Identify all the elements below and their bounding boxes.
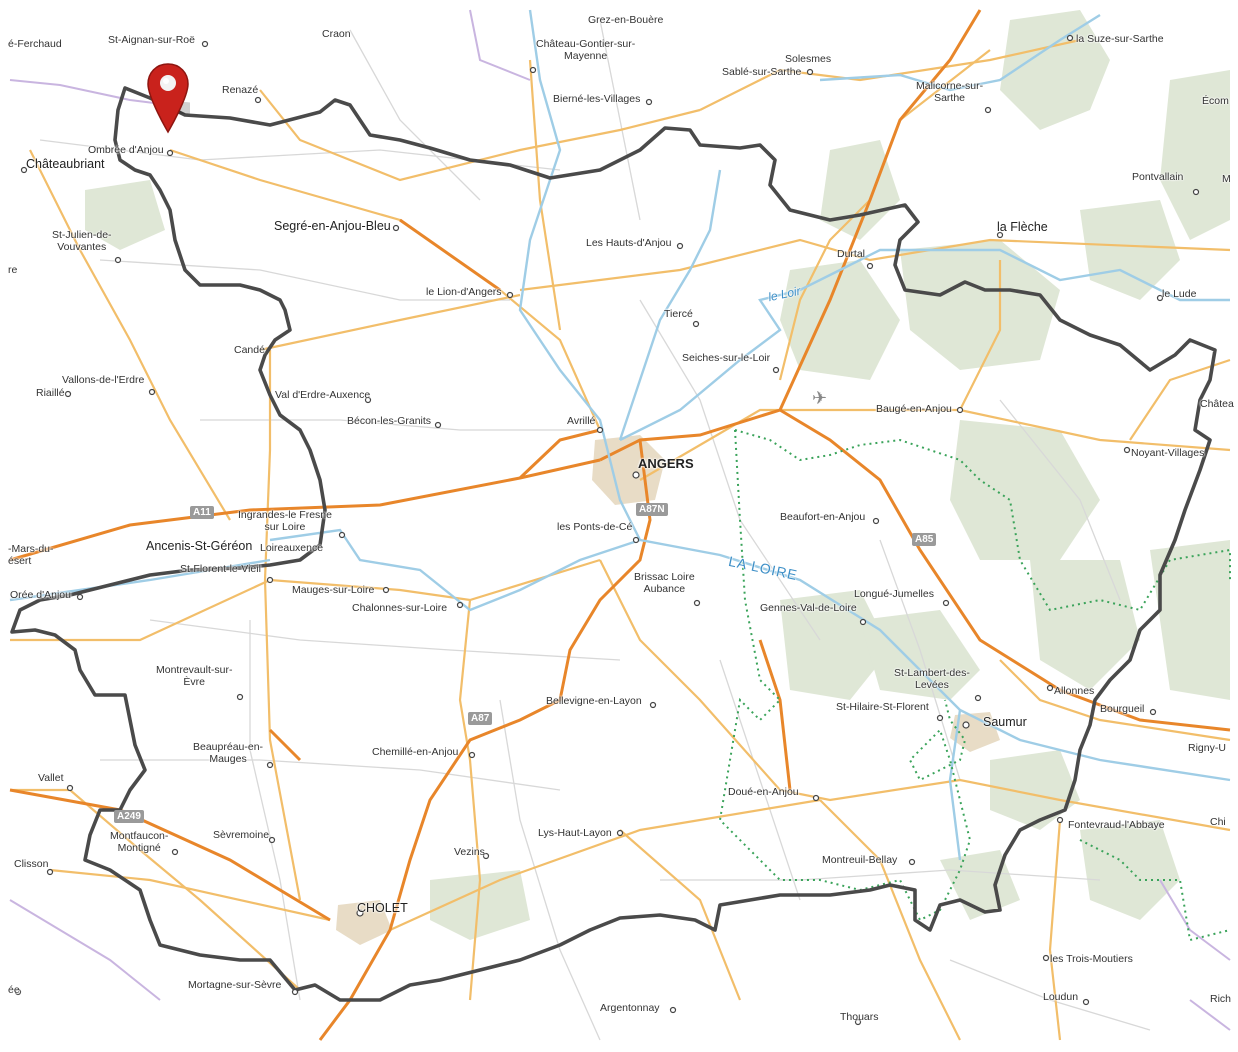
place-label[interactable]: Beaufort-en-Anjou (780, 511, 866, 523)
place-label[interactable]: Renazé (222, 84, 259, 96)
airplane-icon: ✈ (812, 388, 828, 408)
map-pin-icon[interactable] (146, 62, 190, 136)
place-label[interactable]: Pontvallain (1132, 171, 1184, 183)
place-label[interactable]: Sèvremoine (213, 829, 270, 841)
place-label[interactable]: la Flèche (997, 220, 1048, 234)
place-label[interactable]: St-Florent-le-Vieil (180, 563, 261, 575)
place-label[interactable]: Montfaucon- Montigné (110, 830, 169, 854)
place-label[interactable]: Bécon-les-Granits (347, 415, 432, 427)
forest-areas (85, 10, 1230, 940)
place-label[interactable]: Grez-en-Bouère (588, 14, 664, 26)
place-label[interactable]: Craon (322, 28, 351, 40)
place-label[interactable]: Loireauxence (260, 542, 324, 554)
place-label[interactable]: le Lion-d'Angers (426, 286, 502, 298)
place-label[interactable]: Baugé-en-Anjou (876, 403, 952, 415)
place-label[interactable]: Montreuil-Bellay (822, 854, 898, 866)
place-label[interactable]: Brissac Loire Aubance (634, 571, 695, 595)
primary-roads (10, 38, 1231, 1041)
place-label[interactable]: Les Hauts-d'Anjou (586, 237, 672, 249)
place-label[interactable]: Riaillé (36, 387, 65, 399)
motorways (9, 9, 1231, 1041)
place-label[interactable]: M (1222, 173, 1231, 185)
road-shield-a87: A87 (468, 712, 493, 725)
place-label[interactable]: Doué-en-Anjou (728, 786, 799, 798)
road-shield-a11: A11 (190, 506, 214, 519)
urban-areas (336, 435, 1000, 945)
place-label[interactable]: ée (8, 984, 20, 996)
place-label[interactable]: Noyant-Villages (1131, 447, 1205, 459)
place-label-angers[interactable]: ANGERS (638, 456, 694, 471)
place-label[interactable]: St-Lambert-des- Levées (894, 667, 970, 691)
place-label[interactable]: Candé (234, 344, 265, 356)
place-label[interactable]: Montrevault-sur- Èvre (156, 664, 233, 688)
place-label[interactable]: Clisson (14, 858, 49, 870)
road-shield-a87n: A87N (636, 503, 668, 516)
place-label[interactable]: Bourgueil (1100, 703, 1145, 715)
region-borders (9, 9, 1231, 1031)
place-label[interactable]: Solesmes (785, 53, 832, 65)
place-label[interactable]: Château-Gontier-sur- Mayenne (536, 38, 636, 62)
place-label[interactable]: Loudun (1043, 991, 1079, 1003)
place-label[interactable]: Bellevigne-en-Layon (546, 695, 642, 707)
place-label[interactable]: la Suze-sur-Sarthe (1076, 33, 1164, 45)
place-label[interactable]: re (8, 264, 18, 276)
place-label[interactable]: Vezins (454, 846, 485, 858)
place-label[interactable]: Chi (1210, 816, 1226, 828)
place-label[interactable]: Seiches-sur-le-Loir (682, 352, 771, 364)
place-label[interactable]: Vallet (38, 772, 64, 784)
place-label[interactable]: Vallons-de-l'Erdre (62, 374, 145, 386)
place-label[interactable]: Avrillé (567, 415, 596, 427)
place-label[interactable]: Chemillé-en-Anjou (372, 746, 459, 758)
place-label[interactable]: Sablé-sur-Sarthe (722, 66, 802, 78)
place-label[interactable]: é-Ferchaud (8, 38, 62, 50)
place-label[interactable]: Beaupréau-en- Mauges (193, 741, 264, 765)
place-label[interactable]: St-Hilaire-St-Florent (836, 701, 929, 713)
place-label[interactable]: St-Aignan-sur-Roë (108, 34, 195, 46)
place-label[interactable]: Gennes-Val-de-Loire (760, 602, 857, 614)
road-shield-a249: A249 (114, 810, 144, 823)
place-label[interactable]: les Trois-Moutiers (1050, 953, 1133, 965)
place-dots (14, 34, 1200, 1026)
place-label[interactable]: Malicorne-sur- Sarthe (916, 80, 984, 104)
place-label[interactable]: Mauges-sur-Loire (292, 584, 375, 596)
place-label[interactable]: Châtea (1200, 398, 1234, 410)
park-border (718, 429, 1231, 942)
place-label[interactable]: Écom (1202, 95, 1229, 107)
place-label[interactable]: Lys-Haut-Layon (538, 827, 612, 839)
place-label[interactable]: Argentonnay (600, 1002, 660, 1014)
place-label[interactable]: Mortagne-sur-Sèvre (188, 979, 282, 991)
place-label[interactable]: -Mars-du- ésert (8, 543, 54, 567)
place-label[interactable]: Ancenis-St-Géréon (146, 539, 253, 553)
department-border (10, 86, 1217, 1002)
place-label[interactable]: Ombrée d'Anjou (88, 144, 164, 156)
place-label[interactable]: St-Julien-de- Vouvantes (52, 229, 112, 253)
place-label[interactable]: Allonnes (1054, 685, 1095, 697)
place-label[interactable]: Châteaubriant (26, 157, 105, 171)
place-label[interactable]: Segré-en-Anjou-Bleu (274, 219, 391, 233)
place-label[interactable]: Fontevraud-l'Abbaye (1068, 819, 1165, 831)
secondary-roads (39, 19, 1151, 1041)
place-label[interactable]: Orée d'Anjou (10, 589, 71, 601)
place-label[interactable]: Thouars (840, 1011, 879, 1023)
place-label[interactable]: Val d'Erdre-Auxence (275, 389, 371, 401)
place-label[interactable]: Rich (1210, 993, 1232, 1005)
place-label[interactable]: Durtal (837, 248, 866, 260)
place-label-saumur[interactable]: Saumur (983, 715, 1027, 729)
place-label[interactable]: Longué-Jumelles (854, 588, 934, 600)
place-label[interactable]: Ingrandes-le Fresne sur Loire (238, 509, 332, 533)
place-label[interactable]: Bierné-les-Villages (553, 93, 641, 105)
place-label[interactable]: les Ponts-de-Cé (557, 521, 633, 533)
place-label[interactable]: Tiercé (664, 308, 693, 320)
road-shield-a85: A85 (912, 533, 937, 546)
place-label[interactable]: le Lude (1162, 288, 1197, 300)
place-label[interactable]: Chalonnes-sur-Loire (352, 602, 448, 614)
place-label-cholet[interactable]: CHOLET (357, 901, 408, 915)
place-label[interactable]: Rigny-U (1188, 742, 1226, 754)
